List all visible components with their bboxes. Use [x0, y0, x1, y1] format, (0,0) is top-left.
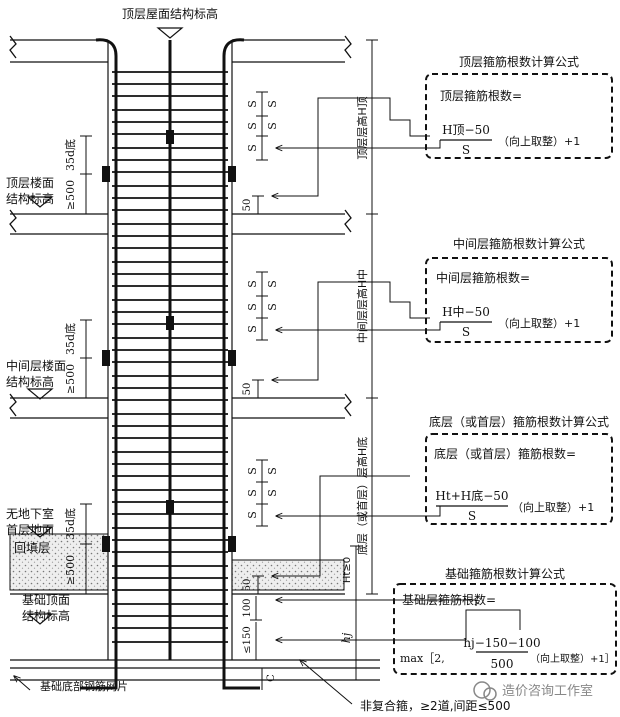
no-basement-label-1: 无地下室 — [6, 506, 54, 521]
formula-bot-suffix: （向上取整）+1 — [512, 500, 594, 514]
roof-level-label: 顶层屋面结构标高 — [122, 6, 218, 21]
dim-s-14: S — [266, 467, 279, 475]
dim-le150: ≤150 — [242, 626, 253, 653]
formula-bot-label: 底层（或首层）箍筋根数= — [434, 446, 576, 461]
mid-floor-label-1: 中间层楼面 — [6, 358, 66, 373]
dim-s-3: S — [246, 144, 259, 152]
formula-base-numerator: hj−150−100 — [463, 636, 540, 650]
formula-base-denominator: 500 — [491, 657, 514, 671]
formula-top-suffix: （向上取整）+1 — [498, 134, 580, 148]
dim-h-top: 顶层层高H顶 — [355, 96, 369, 159]
dim-500-mid: ≥500 — [64, 364, 77, 394]
foundation-top-label-2: 结构标高 — [22, 608, 70, 623]
backfill-left — [9, 533, 109, 591]
dim-s-1: S — [246, 100, 259, 108]
formula-mid-title: 中间层箍筋根数计算公式 — [453, 236, 585, 251]
column — [80, 38, 260, 690]
foundation-mesh-label: 基础底部钢筋网片 — [40, 679, 128, 693]
dim-100: 100 — [242, 598, 253, 617]
formula-top-numerator: H顶−50 — [442, 123, 490, 137]
formula-boxes — [393, 73, 617, 675]
backfill-right — [231, 559, 345, 591]
dim-c: C — [266, 674, 277, 682]
slabs — [9, 35, 380, 681]
backfill-label: 回填层 — [14, 541, 50, 555]
dim-hj: hj — [340, 632, 353, 643]
leaders — [272, 97, 521, 640]
watermark: 造价咨询工作室 — [502, 683, 593, 699]
foundation-top-label-1: 基础顶面 — [22, 593, 70, 607]
formula-top-title: 顶层箍筋根数计算公式 — [459, 54, 579, 69]
dim-h-bot: 底层（或首层）层高H底 — [355, 437, 369, 555]
left-dims — [80, 135, 92, 595]
dim-35d-bot: 35d底 — [63, 508, 77, 540]
dim-s-4: S — [266, 100, 279, 108]
formula-mid-denominator: S — [462, 325, 470, 339]
bottom-note: 非复合箍，≥2道,间距≤500 — [360, 698, 510, 713]
formula-base-prefix: max［2, — [400, 652, 445, 665]
splice-markers — [102, 130, 236, 552]
dim-s-5: S — [266, 122, 279, 130]
top-floor-label-1: 顶层楼面 — [6, 175, 54, 190]
formula-bot-numerator: Ht+H底−50 — [435, 488, 508, 503]
no-basement-label-2: 首层地面 — [6, 523, 54, 537]
formula-base-label: 基础层箍筋根数= — [402, 592, 496, 607]
top-floor-label-2: 结构标高 — [6, 191, 54, 206]
formula-top-denominator: S — [462, 143, 470, 157]
wechat-icon — [473, 681, 497, 701]
dim-s-10: S — [266, 303, 279, 311]
fraction-bars — [436, 139, 528, 653]
formula-mid-suffix: （向上取整）+1 — [498, 316, 580, 330]
dim-s-13: S — [246, 511, 259, 519]
formula-mid-numerator: H中−50 — [442, 304, 490, 319]
formula-top-label: 顶层箍筋根数= — [440, 88, 522, 103]
dim-s-8: S — [246, 325, 259, 333]
dim-50-bot: 50 — [242, 579, 253, 592]
dim-s-15: S — [266, 489, 279, 497]
dim-ht: Ht≥0 — [342, 557, 353, 583]
right-dims — [250, 39, 378, 690]
dim-s-2: S — [246, 122, 259, 130]
elevation-markers — [26, 27, 184, 625]
formula-mid-label: 中间层箍筋根数= — [436, 270, 530, 285]
dim-35d-mid: 35d底 — [63, 323, 77, 355]
formula-base-suffix: （向上取整）+1］ — [530, 652, 615, 665]
dim-s-12: S — [246, 489, 259, 497]
dim-50-mid: 50 — [242, 383, 253, 396]
formula-bot-denominator: S — [468, 509, 476, 523]
dim-h-mid: 中间层层高H中 — [355, 269, 369, 343]
formula-base-title: 基础箍筋根数计算公式 — [445, 566, 565, 581]
mid-floor-label-2: 结构标高 — [6, 374, 54, 389]
dim-s-9: S — [266, 280, 279, 288]
dim-s-11: S — [246, 467, 259, 475]
dim-s-6: S — [246, 280, 259, 288]
dim-500-top: ≥500 — [64, 180, 77, 210]
stirrups — [112, 71, 228, 643]
dim-s-7: S — [246, 303, 259, 311]
formula-bot-title: 底层（或首层）箍筋根数计算公式 — [429, 414, 609, 429]
dim-500-bot: ≥500 — [64, 555, 77, 585]
dim-35d-top: 35d底 — [63, 139, 77, 171]
dim-50-top: 50 — [242, 199, 253, 212]
